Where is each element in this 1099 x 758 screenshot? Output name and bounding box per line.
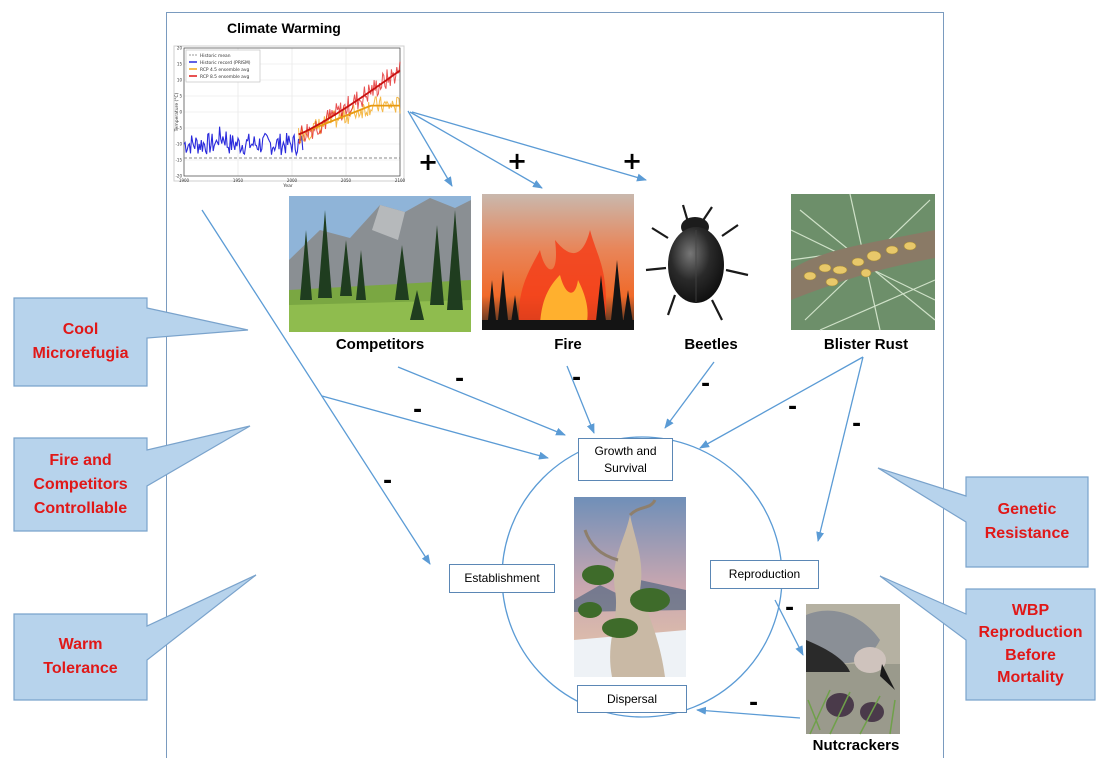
label-competitors: Competitors [335,336,425,353]
callout-warm-tolerance: Warm Tolerance [43,636,118,677]
chart-y-label: Temperature (°C) [174,92,180,132]
climate-arrows [201,110,647,565]
chart-x-tick: 2000 [287,178,298,183]
diagram-frame [166,12,944,758]
chart-y-tick: 20 [177,46,183,51]
chart-y-tick: 15 [177,62,183,67]
chart-y-tick: -5 [178,126,182,131]
chart-title: Climate Warming [227,20,341,36]
chart-y-tick: -10 [175,142,182,147]
series-rcp85-avg [298,69,401,136]
label-beetles: Beetles [684,336,738,353]
beetle-photo [645,204,749,321]
callout-wbp-shape [879,575,1096,701]
legend-rcp85: RCP 8.5 ensemble avg [200,74,249,80]
minus-sign-rust-reproduction: - [852,412,862,437]
chart-legend: Historic mean Historic record (PRISM) RC… [185,49,261,83]
chart-y-tick: 5 [179,94,182,99]
series-rcp85 [298,61,401,145]
chart-y-tick: -15 [175,158,182,163]
legend-historic-record: Historic record (PRISM) [200,60,251,66]
series-rcp45-avg [298,104,400,136]
callout-fire-shape [13,425,251,532]
minus-sign-reproduction-nutcrackers: - [785,596,795,621]
callout-cool-shape [13,297,249,387]
callout-warm-shape [13,574,257,701]
callout-fire-competitors: Fire and Competitors Controllable [33,451,128,517]
climate-chart: 20 15 10 5 0 -5 -10 -15 -20 1900 1950 2000 2050 2100… [173,45,406,189]
chart-x-tick: 2050 [341,178,352,183]
minus-sign-rust-growth: - [788,395,798,420]
series-historic-record [183,126,304,157]
box-establishment: Establishment [449,564,555,593]
whitebark-pine-photo [574,497,686,677]
plus-sign-competitors: + [418,148,439,176]
chart-x-tick: 1900 [179,178,190,183]
label-blister-rust: Blister Rust [823,336,909,353]
chart-x-tick: 1950 [233,178,244,183]
minus-sign-competitors: - [455,367,465,392]
plus-sign-beetles: + [622,147,643,175]
box-dispersal: Dispersal [577,685,687,713]
box-reproduction: Reproduction [710,560,819,589]
label-fire: Fire [554,336,582,353]
plus-sign-fire: + [507,147,528,175]
minus-sign-climate-growth: - [413,398,423,423]
callout-wbp-reproduction: WBP Reproduction Before Mortality [978,601,1083,686]
callout-shapes [13,297,1096,701]
minus-sign-nutcrackers-dispersal: - [749,691,759,716]
nutcracker-photo [806,604,900,735]
fire-photo [482,194,634,330]
minus-sign-climate-establishment: - [383,469,393,494]
chart-y-tick: 10 [177,78,183,83]
chart-y-tick: 0 [179,110,182,115]
chart-x-tick: 2100 [395,178,406,183]
chart-x-label: Year [282,183,293,189]
minus-sign-fire: - [572,366,582,391]
callout-genetic-resistance: Genetic Resistance [984,501,1070,542]
label-nutcrackers: Nutcrackers [812,737,900,754]
chart-y-tick: -20 [175,174,182,179]
callout-cool-microrefugia: Cool Microrefugia [32,321,129,362]
legend-rcp45: RCP 4.5 ensemble avg [200,67,249,73]
legend-historic-mean: Historic mean [200,53,231,59]
minus-sign-beetles: - [701,372,711,397]
box-growth-survival: Growth and Survival [578,438,673,481]
stressor-arrows [397,356,864,719]
competitors-photo [289,196,471,332]
blister-rust-photo [790,193,936,331]
callout-genetic-shape [877,467,1089,568]
